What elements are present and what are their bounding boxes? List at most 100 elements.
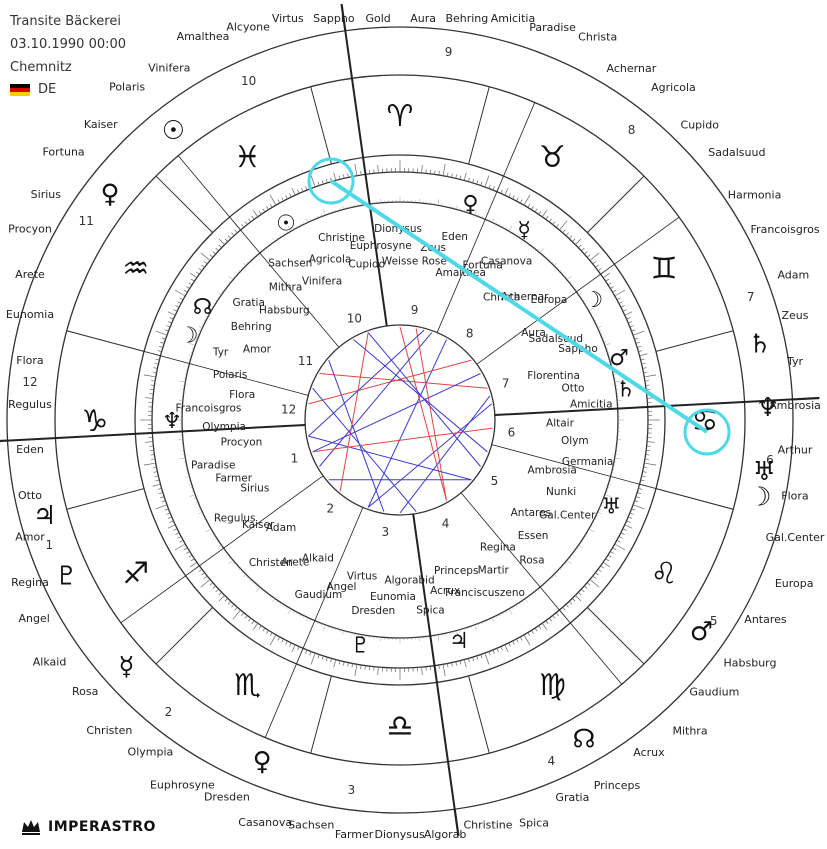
degree-tick bbox=[504, 644, 509, 653]
inner-tick bbox=[339, 629, 341, 632]
degree-tick bbox=[150, 384, 155, 386]
inner-tick bbox=[515, 604, 517, 607]
outer-point-label: Procyon bbox=[8, 222, 52, 235]
inner-tick bbox=[608, 483, 611, 485]
degree-tick bbox=[626, 317, 631, 320]
sign-divider bbox=[310, 675, 332, 754]
outer-house-number: 11 bbox=[79, 214, 94, 228]
degree-tick bbox=[476, 655, 479, 660]
inner-house-number: 8 bbox=[466, 326, 474, 340]
degree-tick bbox=[496, 648, 499, 653]
outer-planet-glyph: ☿ bbox=[119, 652, 135, 682]
outer-point-label: Amicitia bbox=[491, 12, 536, 25]
inner-tick bbox=[296, 225, 298, 228]
degree-tick bbox=[572, 238, 576, 242]
house-cusp-line bbox=[476, 216, 680, 365]
inner-house-number: 1 bbox=[291, 451, 299, 465]
sign-divider bbox=[310, 86, 332, 165]
outer-point-label: Arthur bbox=[778, 444, 813, 457]
degree-tick bbox=[488, 651, 491, 656]
inner-tick bbox=[198, 511, 203, 515]
inner-planet-glyph: ♆ bbox=[162, 409, 182, 434]
inner-tick bbox=[328, 626, 330, 629]
degree-tick bbox=[152, 371, 157, 374]
inner-tick bbox=[261, 589, 264, 592]
planet-glyphs: ☉♃♀☊♂☽♄♆♅♇☿♀☉♀☿♂☽♆♅♃♇♄☊☽ bbox=[33, 116, 780, 777]
inner-tick bbox=[217, 296, 220, 299]
inner-tick bbox=[287, 608, 292, 615]
inner-tick bbox=[296, 612, 298, 615]
inner-tick bbox=[498, 223, 501, 226]
inner-house-number: 10 bbox=[347, 312, 362, 326]
sign-divider bbox=[587, 607, 645, 665]
inner-tick bbox=[224, 287, 227, 290]
inner-tick bbox=[566, 275, 572, 281]
inner-point-label: Vinifera bbox=[302, 275, 342, 287]
degree-tick bbox=[644, 374, 657, 378]
degree-tick bbox=[166, 512, 171, 515]
degree-tick bbox=[151, 458, 156, 460]
outer-point-label: Princeps bbox=[594, 779, 641, 792]
inner-point-label: Sirius bbox=[240, 482, 269, 494]
inner-tick bbox=[255, 253, 258, 256]
inner-tick bbox=[527, 241, 530, 244]
degree-tick bbox=[541, 622, 548, 630]
inner-point-label: Euphrosyne bbox=[350, 240, 412, 252]
inner-tick bbox=[515, 233, 517, 236]
outer-point-label: Flora bbox=[781, 490, 808, 503]
inner-tick bbox=[221, 290, 224, 293]
inner-tick bbox=[270, 241, 273, 244]
outer-point-label: Christine bbox=[463, 819, 512, 832]
degree-tick bbox=[252, 622, 259, 630]
degree-tick bbox=[201, 264, 205, 268]
inner-point-label: Sachsen bbox=[268, 257, 312, 269]
degree-tick bbox=[516, 197, 519, 202]
inner-tick bbox=[599, 330, 602, 332]
inner-tick bbox=[608, 355, 611, 357]
degree-tick bbox=[321, 180, 324, 185]
degree-tick bbox=[545, 215, 549, 220]
inner-tick bbox=[484, 620, 487, 623]
inner-tick bbox=[508, 225, 513, 232]
degree-tick bbox=[442, 664, 446, 677]
degree-tick bbox=[463, 172, 467, 181]
inner-tick bbox=[463, 628, 465, 631]
outer-planet-glyph: ♂ bbox=[690, 617, 713, 647]
inner-tick bbox=[561, 272, 564, 275]
degree-tick bbox=[144, 441, 153, 443]
inner-tick bbox=[252, 256, 255, 259]
inner-tick bbox=[521, 600, 524, 603]
zodiac-sign-glyph: ♌ bbox=[651, 557, 678, 592]
degree-tick bbox=[289, 193, 292, 198]
degree-tick bbox=[330, 658, 332, 663]
inner-tick bbox=[474, 624, 477, 631]
degree-tick bbox=[354, 664, 358, 677]
inner-planet-glyph: ♂ bbox=[609, 346, 629, 371]
degree-tick bbox=[597, 568, 602, 572]
inner-tick bbox=[238, 269, 241, 272]
inner-tick bbox=[467, 210, 469, 213]
degree-tick bbox=[645, 454, 650, 456]
inner-house-number: 11 bbox=[298, 354, 313, 368]
inner-tick bbox=[310, 619, 312, 622]
inner-tick bbox=[272, 238, 276, 242]
inner-point-label: Altair bbox=[546, 417, 575, 429]
degree-tick bbox=[631, 508, 636, 511]
degree-tick bbox=[317, 181, 320, 186]
degree-tick bbox=[635, 496, 640, 499]
degree-tick bbox=[269, 203, 273, 208]
inner-tick bbox=[545, 256, 548, 259]
inner-point-label: Farmer bbox=[215, 473, 252, 485]
outer-point-label: Amalthea bbox=[177, 30, 230, 43]
outer-point-label: Eden bbox=[16, 443, 44, 456]
degree-tick bbox=[545, 620, 549, 625]
inner-point-label: Spica bbox=[416, 605, 444, 617]
inner-tick bbox=[534, 591, 536, 594]
inner-tick bbox=[320, 214, 323, 217]
inner-tick bbox=[578, 544, 582, 548]
aspect-line bbox=[308, 329, 425, 437]
inner-tick bbox=[553, 573, 558, 578]
inner-tick bbox=[217, 541, 220, 544]
sign-divider bbox=[655, 488, 734, 510]
inner-tick bbox=[233, 275, 236, 278]
